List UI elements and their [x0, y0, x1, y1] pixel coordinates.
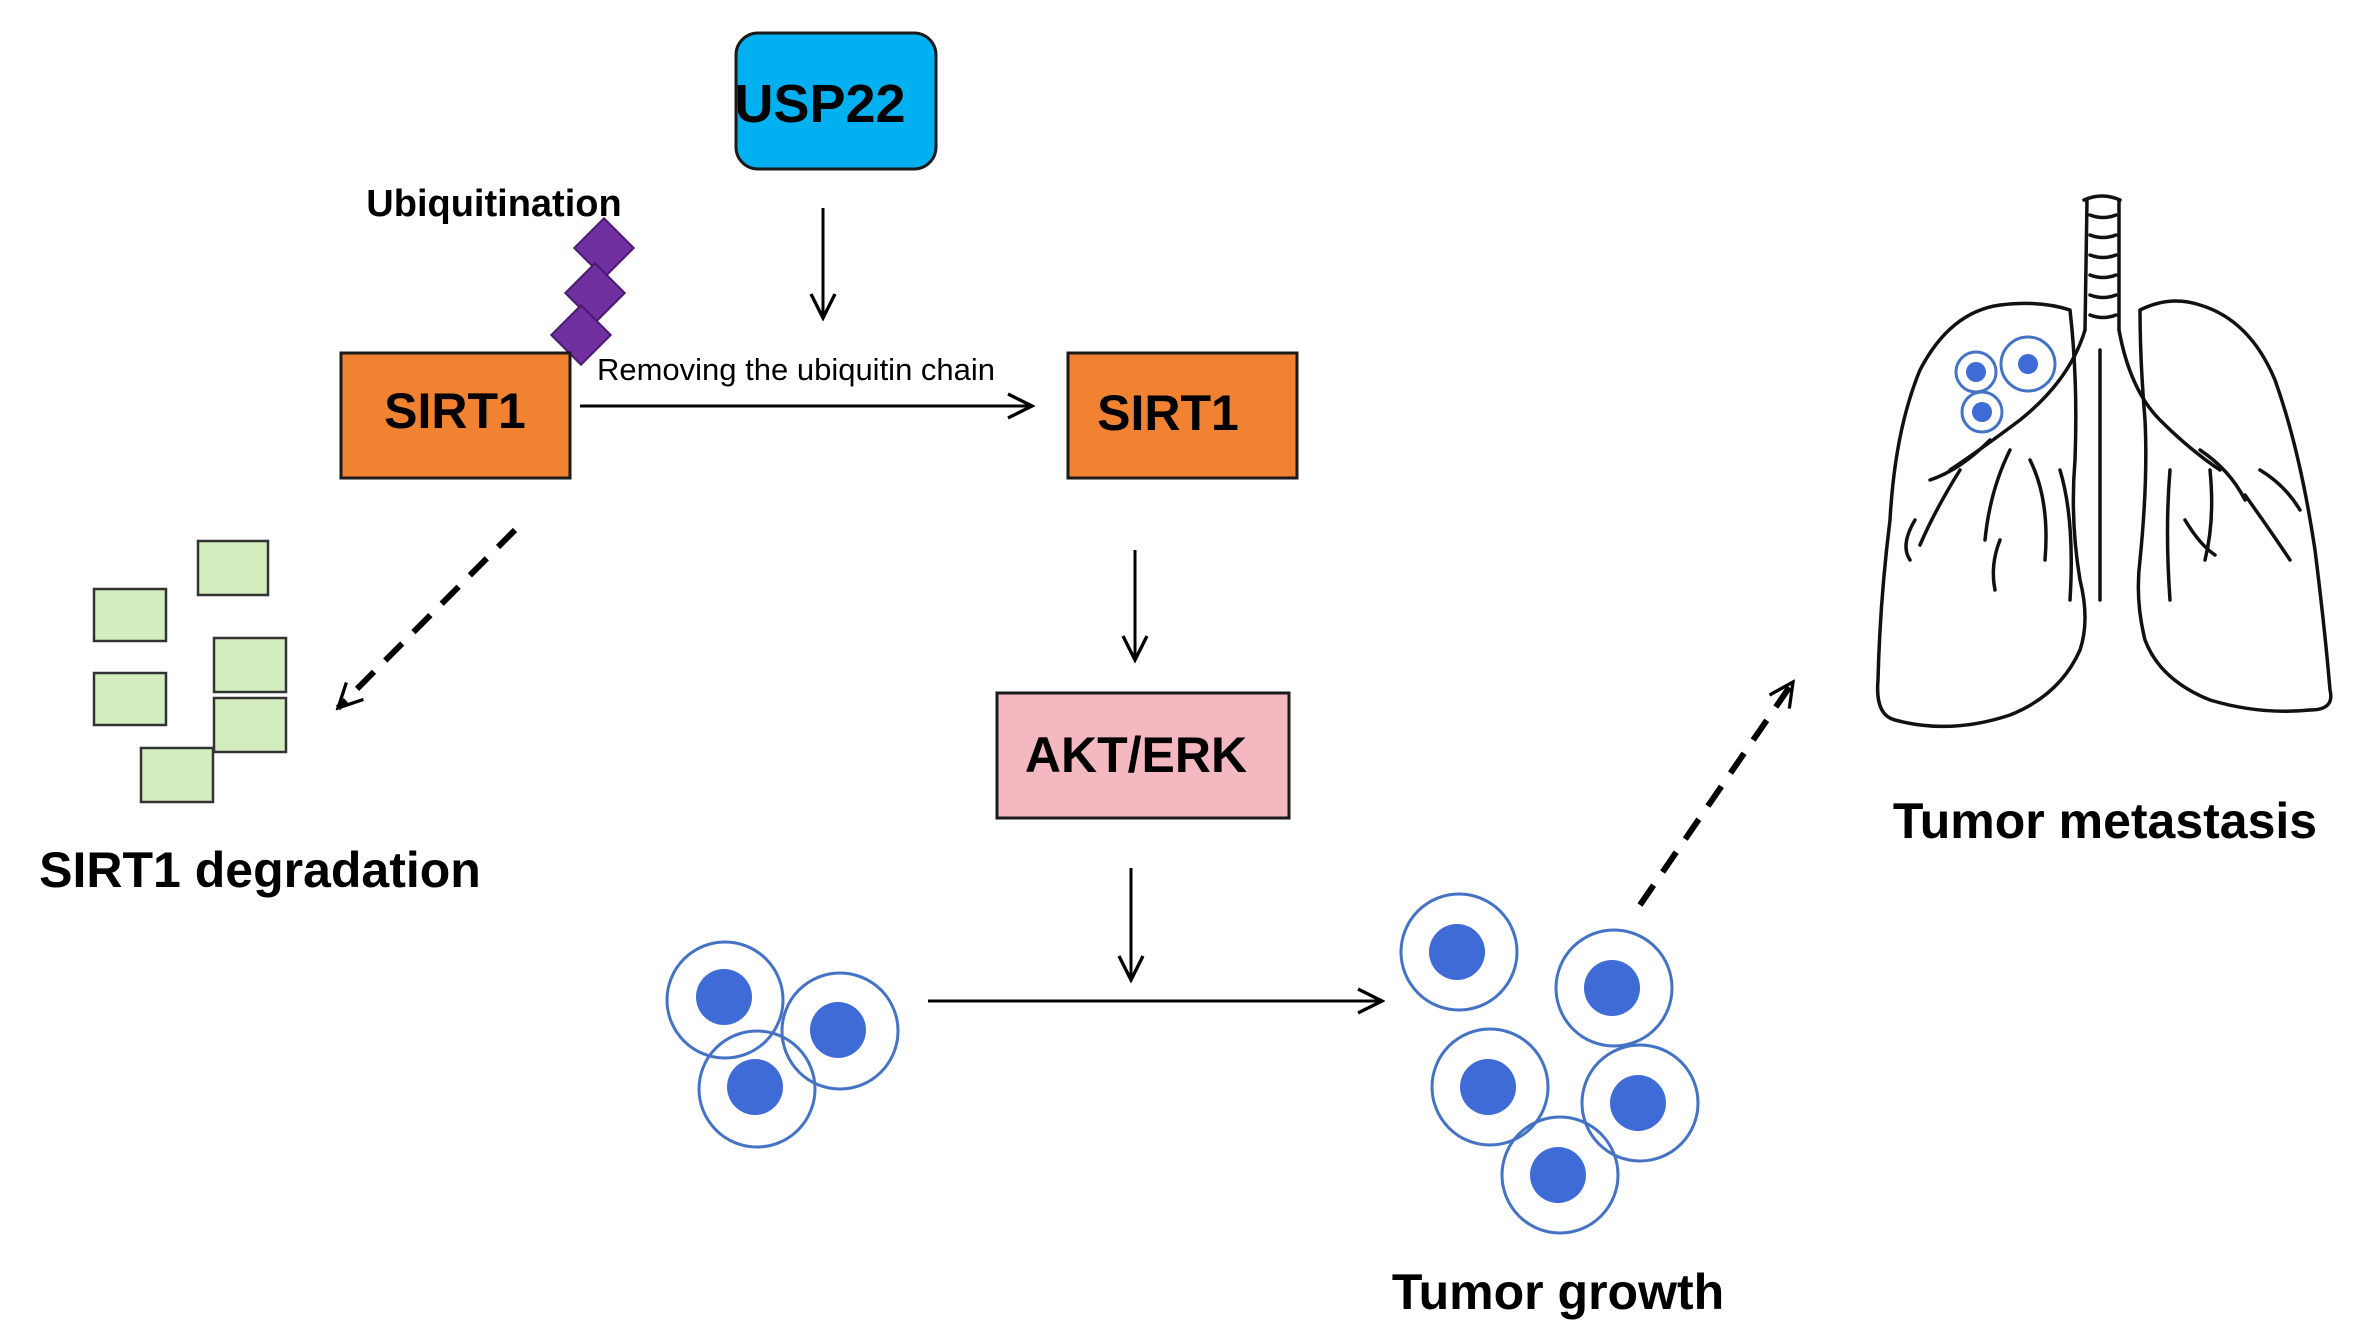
removing-chain-label: Removing the ubiquitin chain: [597, 352, 995, 387]
ubiquitin-diamond-icon: [549, 216, 636, 367]
akt-erk-label: AKT/ERK: [1025, 727, 1247, 783]
sirt1-ubiquitinated-label: SIRT1: [384, 383, 526, 439]
sirt1-ubiquitinated-node: SIRT1: [339, 351, 572, 480]
usp22-label: USP22: [734, 74, 905, 134]
arrow-to-degradation: [338, 527, 518, 708]
lungs-icon: [1875, 194, 2333, 729]
sirt1-degradation-label: SIRT1 degradation: [39, 842, 481, 898]
akt-erk-node: AKT/ERK: [995, 691, 1291, 820]
cell: [1554, 928, 1674, 1048]
cell-cluster-tumor: [1399, 892, 1700, 1235]
ubiquitination-label: Ubiquitination: [366, 183, 621, 225]
cell: [1430, 1027, 1550, 1147]
cell: [665, 940, 785, 1060]
arrow-to-metastasis: [1637, 682, 1796, 907]
tumor-metastasis-label: Tumor metastasis: [1893, 793, 2317, 849]
tumor-growth-label: Tumor growth: [1392, 1264, 1724, 1320]
sirt1-stable-label: SIRT1: [1097, 385, 1239, 441]
cell: [1399, 892, 1519, 1012]
cell: [1580, 1043, 1700, 1163]
cell: [780, 971, 900, 1091]
sirt1-fragments: [92, 539, 288, 804]
cell: [697, 1029, 817, 1149]
sirt1-stable-node: SIRT1: [1066, 351, 1299, 480]
usp22-node: USP22: [734, 31, 938, 171]
cell-cluster-initial: [665, 940, 900, 1149]
cell: [1500, 1115, 1620, 1235]
